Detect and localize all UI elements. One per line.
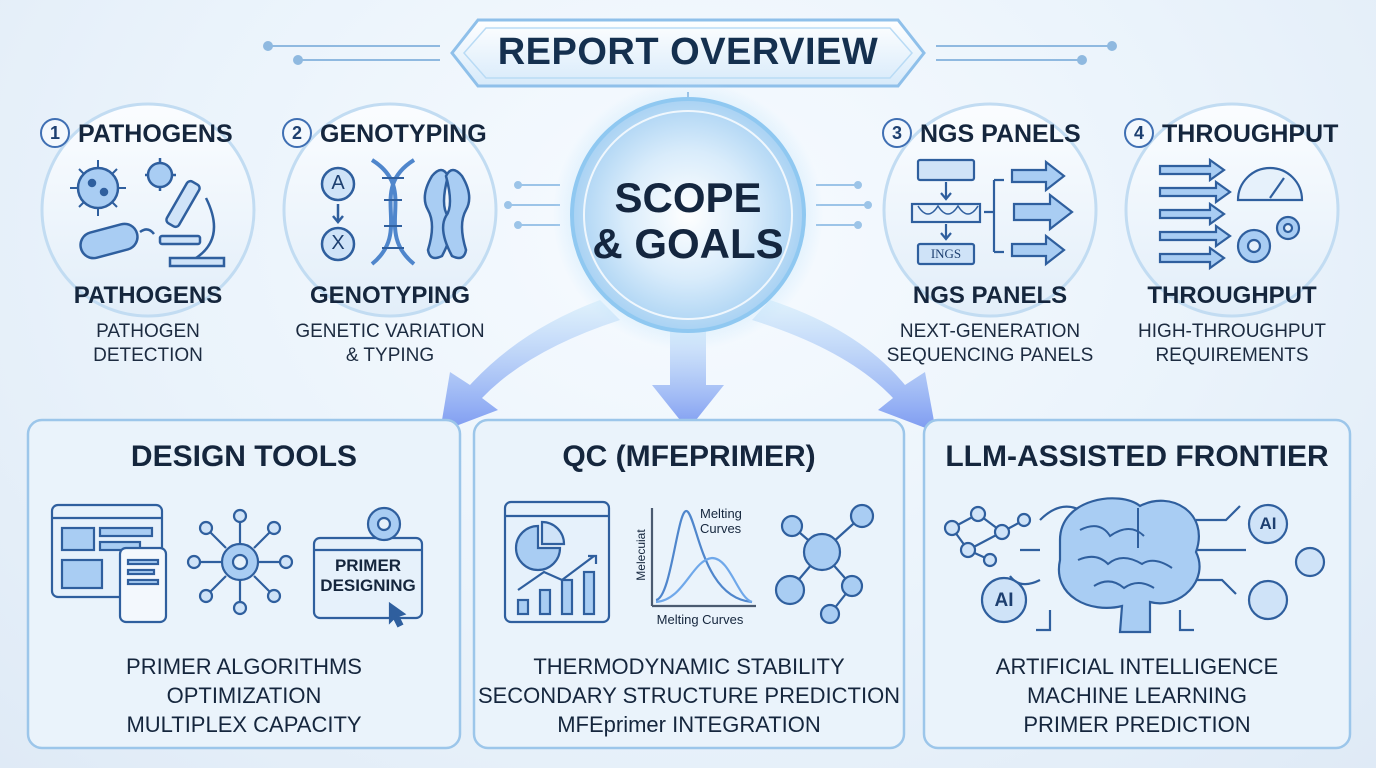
- category-name-genotyping: GENOTYPING: [309, 282, 471, 309]
- qc-chart-icons: [503, 500, 875, 625]
- allele-x-label: X: [331, 232, 345, 254]
- title-banner: [450, 18, 926, 88]
- hub-label-line1: SCOPE: [614, 174, 762, 221]
- hub-label-line2: & GOALS: [592, 220, 784, 267]
- category-name-pathogens: PATHOGENS: [73, 282, 223, 309]
- category-desc-line: REQUIREMENTS: [1155, 345, 1309, 366]
- ai-badge-label: AI: [994, 590, 1014, 611]
- category-heading-throughput: 4 THROUGHPUT: [1124, 118, 1338, 149]
- panel-title-design-tools: DESIGN TOOLS: [130, 440, 358, 473]
- category-heading-text: PATHOGENS: [78, 120, 233, 148]
- category-heading-text: GENOTYPING: [320, 120, 487, 148]
- panel-list-item: MFEprimer INTEGRATION: [557, 712, 821, 737]
- category-number-1: 1: [40, 118, 70, 148]
- melting-x-axis-label: Melting Curves: [656, 612, 744, 627]
- category-desc-line: SEQUENCING PANELS: [886, 345, 1094, 366]
- hub-connectors: [504, 181, 872, 229]
- category-desc-line: PATHOGEN: [96, 321, 200, 342]
- category-name-throughput: THROUGHPUT: [1147, 282, 1317, 309]
- melting-curves-title: Melting Curves: [700, 506, 760, 536]
- category-heading-pathogens: 1 PATHOGENS: [40, 118, 233, 149]
- ai-badge-label: AI: [1259, 514, 1277, 533]
- hub-circle: [570, 97, 806, 333]
- panel-list-item: THERMODYNAMIC STABILITY: [533, 654, 845, 679]
- primer-designing-line1: PRIMER: [334, 556, 402, 575]
- category-desc-line: NEXT-GENERATION: [899, 321, 1081, 342]
- panel-title-qc: QC (MFEPRIMER): [562, 440, 816, 473]
- category-number-2: 2: [282, 118, 312, 148]
- category-heading-ngs-panels: 3 NGS PANELS: [882, 118, 1081, 149]
- ai-brain-icons: [943, 497, 1326, 634]
- dna-chromosome-icon: [320, 158, 471, 266]
- category-number-4: 4: [1124, 118, 1154, 148]
- primer-designing-label: PRIMER DESIGNING: [318, 556, 418, 596]
- category-desc-throughput: HIGH-THROUGHPUT REQUIREMENTS: [1092, 320, 1372, 368]
- category-desc-pathogens: PATHOGEN DETECTION: [8, 320, 288, 368]
- ngs-flow-icon: [910, 158, 1074, 267]
- category-name-ngs-panels: NGS PANELS: [912, 282, 1068, 309]
- panel-list-item: MACHINE LEARNING: [1026, 683, 1248, 708]
- design-tools-icons: [50, 503, 424, 628]
- panel-list-design-tools: PRIMER ALGORITHMS OPTIMIZATION MULTIPLEX…: [28, 652, 460, 739]
- category-heading-text: THROUGHPUT: [1162, 120, 1339, 148]
- panel-list-llm-frontier: ARTIFICIAL INTELLIGENCE MACHINE LEARNING…: [924, 652, 1350, 739]
- primer-designing-line2: DESIGNING: [320, 576, 416, 595]
- panel-list-item: OPTIMIZATION: [166, 683, 322, 708]
- hub-label: SCOPE & GOALS: [575, 175, 801, 267]
- category-desc-line: DETECTION: [93, 345, 203, 366]
- category-heading-text: NGS PANELS: [920, 120, 1081, 148]
- category-desc-line: & TYPING: [345, 345, 435, 366]
- panel-list-item: MULTIPLEX CAPACITY: [126, 712, 362, 737]
- melting-title-line2: Curves: [700, 521, 742, 536]
- pathogen-microscope-icon: [70, 158, 226, 268]
- melting-title-line1: Melting: [700, 506, 742, 521]
- panel-list-item: PRIMER ALGORITHMS: [126, 654, 362, 679]
- panel-list-item: SECONDARY STRUCTURE PREDICTION: [477, 683, 901, 708]
- allele-a-label: A: [331, 172, 345, 194]
- ngs-box-label: INGS: [930, 246, 962, 261]
- category-number-3: 3: [882, 118, 912, 148]
- category-desc-ngs-panels: NEXT-GENERATION SEQUENCING PANELS: [850, 320, 1130, 368]
- page-title: REPORT OVERVIEW: [497, 31, 879, 73]
- panel-list-item: PRIMER PREDICTION: [1023, 712, 1251, 737]
- throughput-gauge-icon: [1158, 157, 1304, 271]
- category-desc-genotyping: GENETIC VARIATION & TYPING: [250, 320, 530, 368]
- category-heading-genotyping: 2 GENOTYPING: [282, 118, 487, 149]
- melting-y-axis-label: Melecuiat: [634, 529, 648, 581]
- panel-title-llm-frontier: LLM-ASSISTED FRONTIER: [945, 440, 1329, 473]
- category-desc-line: HIGH-THROUGHPUT: [1138, 321, 1326, 342]
- panel-list-qc: THERMODYNAMIC STABILITY SECONDARY STRUCT…: [474, 652, 904, 739]
- panel-list-item: ARTIFICIAL INTELLIGENCE: [995, 654, 1279, 679]
- category-desc-line: GENETIC VARIATION: [295, 321, 485, 342]
